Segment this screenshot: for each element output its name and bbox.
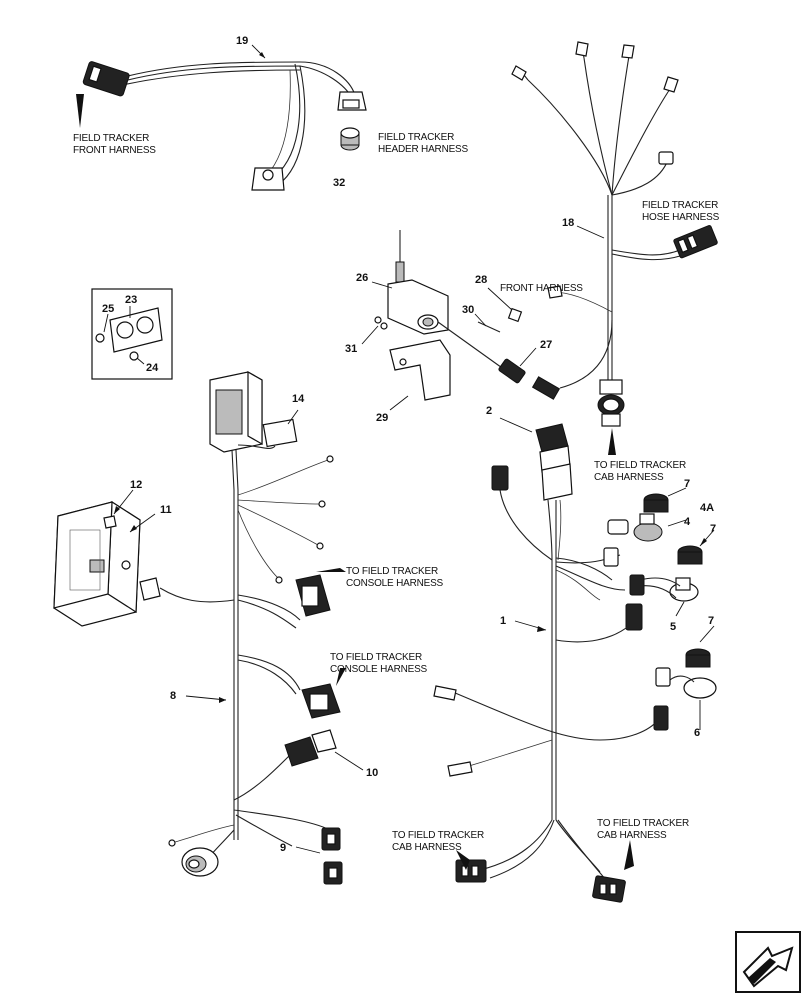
callout-11: 11 bbox=[160, 504, 172, 516]
label-to-field-tracker-console-harness-upper: TO FIELD TRACKER CONSOLE HARNESS bbox=[346, 566, 444, 589]
callout-10: 10 bbox=[366, 767, 378, 779]
callout-32: 32 bbox=[333, 177, 345, 189]
callout-24: 24 bbox=[146, 362, 159, 374]
label-field-tracker-hose-harness: FIELD TRACKER HOSE HARNESS bbox=[642, 200, 720, 223]
callout-2: 2 bbox=[486, 405, 492, 417]
svg-text:TO FIELD TRACKER: TO FIELD TRACKER bbox=[392, 830, 484, 841]
callout-19: 19 bbox=[236, 35, 248, 47]
svg-text:TO FIELD TRACKER: TO FIELD TRACKER bbox=[597, 818, 689, 829]
svg-text:CAB HARNESS: CAB HARNESS bbox=[392, 842, 462, 853]
callout-9: 9 bbox=[280, 842, 286, 854]
console-harness-8 bbox=[139, 370, 364, 885]
svg-text:FIELD TRACKER: FIELD TRACKER bbox=[73, 133, 149, 144]
callout-27: 27 bbox=[540, 339, 552, 351]
callout-1: 1 bbox=[500, 615, 506, 627]
label-front-harness: FRONT HARNESS bbox=[500, 283, 584, 294]
front-harness-19 bbox=[82, 44, 367, 191]
svg-text:CONSOLE HARNESS: CONSOLE HARNESS bbox=[330, 664, 428, 675]
svg-text:HEADER HARNESS: HEADER HARNESS bbox=[378, 144, 469, 155]
control-module-11 bbox=[53, 489, 156, 627]
callout-25: 25 bbox=[102, 303, 114, 315]
svg-text:FIELD TRACKER: FIELD TRACKER bbox=[378, 132, 454, 143]
callout-23: 23 bbox=[125, 294, 137, 306]
svg-text:CONSOLE HARNESS: CONSOLE HARNESS bbox=[346, 578, 444, 589]
svg-text:TO FIELD TRACKER: TO FIELD TRACKER bbox=[594, 460, 686, 471]
callout-28: 28 bbox=[475, 274, 487, 286]
svg-text:FIELD TRACKER: FIELD TRACKER bbox=[642, 200, 718, 211]
label-to-field-tracker-cab-harness-right: TO FIELD TRACKER CAB HARNESS bbox=[597, 818, 689, 841]
callout-14: 14 bbox=[292, 393, 305, 405]
next-page-arrow-icon[interactable] bbox=[735, 931, 801, 993]
callout-30: 30 bbox=[462, 304, 474, 316]
callout-26: 26 bbox=[356, 272, 368, 284]
label-field-tracker-header-harness: FIELD TRACKER HEADER HARNESS bbox=[378, 132, 469, 155]
callout-7-top: 7 bbox=[684, 478, 690, 490]
svg-text:CAB HARNESS: CAB HARNESS bbox=[597, 830, 667, 841]
svg-text:FRONT HARNESS: FRONT HARNESS bbox=[73, 145, 156, 156]
label-to-field-tracker-console-harness-lower: TO FIELD TRACKER CONSOLE HARNESS bbox=[330, 652, 428, 675]
callout-12: 12 bbox=[130, 479, 142, 491]
label-field-tracker-front-harness: FIELD TRACKER FRONT HARNESS bbox=[73, 94, 157, 156]
inset-plate-detail bbox=[91, 288, 173, 380]
callout-7-low: 7 bbox=[708, 615, 714, 627]
callout-6: 6 bbox=[694, 727, 700, 739]
svg-text:TO FIELD TRACKER: TO FIELD TRACKER bbox=[330, 652, 422, 663]
cab-harness-1 bbox=[433, 417, 717, 903]
callout-8: 8 bbox=[170, 690, 176, 702]
svg-text:FRONT HARNESS: FRONT HARNESS bbox=[500, 283, 583, 294]
svg-text:HOSE HARNESS: HOSE HARNESS bbox=[642, 212, 720, 223]
callout-31: 31 bbox=[345, 343, 357, 355]
callout-29: 29 bbox=[376, 412, 388, 424]
hose-harness-18 bbox=[511, 41, 718, 455]
callout-7-mid: 7 bbox=[710, 523, 716, 535]
svg-text:TO FIELD TRACKER: TO FIELD TRACKER bbox=[346, 566, 438, 577]
callout-18: 18 bbox=[562, 217, 574, 229]
callout-5: 5 bbox=[670, 621, 676, 633]
callout-4a: 4A bbox=[700, 502, 714, 514]
label-to-field-tracker-cab-harness-left: TO FIELD TRACKER CAB HARNESS bbox=[392, 830, 484, 853]
callout-4: 4 bbox=[684, 516, 691, 528]
label-to-field-tracker-cab-harness-upper: TO FIELD TRACKER CAB HARNESS bbox=[594, 460, 686, 483]
switch-assembly bbox=[361, 230, 537, 411]
svg-text:CAB HARNESS: CAB HARNESS bbox=[594, 472, 664, 483]
